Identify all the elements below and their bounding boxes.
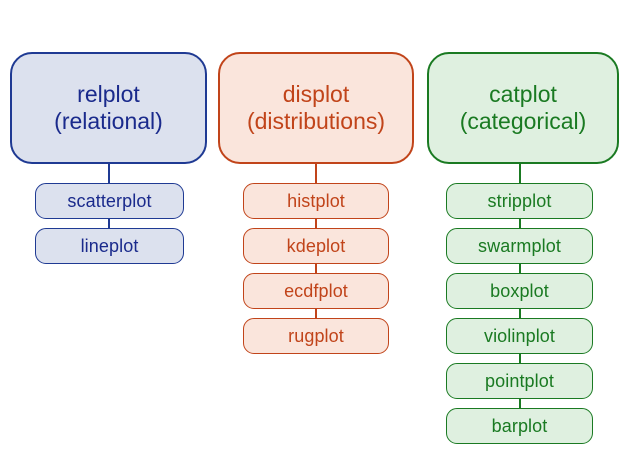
connector-displot-to-histplot [315, 164, 317, 184]
connector-catplot-to-stripplot [519, 164, 521, 184]
child-node-histplot-label: histplot [287, 190, 345, 211]
child-node-violinplot-label: violinplot [483, 325, 556, 346]
child-node-lineplot-label: lineplot [80, 235, 139, 256]
child-node-barplot[interactable]: barplot [446, 408, 593, 444]
child-node-kdeplot[interactable]: kdeplot [243, 228, 389, 264]
connector-swarmplot-to-boxplot [519, 264, 521, 273]
parent-node-catplot[interactable]: catplot (categorical) [427, 52, 619, 164]
child-node-pointplot-label: pointplot [485, 370, 554, 391]
connector-boxplot-to-violinplot [519, 309, 521, 318]
child-node-swarmplot[interactable]: swarmplot [446, 228, 593, 264]
connector-scatterplot-to-lineplot [108, 219, 110, 228]
connector-relplot-to-scatterplot [108, 164, 110, 184]
child-node-boxplot-label: boxplot [490, 280, 549, 301]
child-node-ecdfplot-label: ecdfplot [284, 280, 348, 301]
parent-node-relplot-subtitle: (relational) [54, 108, 163, 134]
child-node-stripplot-label: stripplot [487, 190, 552, 211]
parent-node-displot[interactable]: displot (distributions) [218, 52, 414, 164]
connector-stripplot-to-swarmplot [519, 219, 521, 228]
child-node-barplot-label: barplot [491, 415, 548, 436]
child-node-pointplot[interactable]: pointplot [446, 363, 593, 399]
parent-node-displot-title: displot [282, 80, 350, 107]
child-node-violinplot[interactable]: violinplot [446, 318, 593, 354]
child-node-boxplot[interactable]: boxplot [446, 273, 593, 309]
child-node-lineplot[interactable]: lineplot [35, 228, 184, 264]
connector-pointplot-to-barplot [519, 399, 521, 408]
child-node-histplot[interactable]: histplot [243, 183, 389, 219]
parent-node-catplot-subtitle: (categorical) [459, 108, 587, 134]
child-node-scatterplot-label: scatterplot [67, 190, 152, 211]
parent-node-relplot-title: relplot [77, 80, 140, 107]
child-node-ecdfplot[interactable]: ecdfplot [243, 273, 389, 309]
parent-node-catplot-title: catplot [489, 80, 557, 107]
child-node-kdeplot-label: kdeplot [286, 235, 346, 256]
connector-ecdfplot-to-rugplot [315, 309, 317, 318]
connector-histplot-to-kdeplot [315, 219, 317, 228]
connector-violinplot-to-pointplot [519, 354, 521, 363]
child-node-rugplot[interactable]: rugplot [243, 318, 389, 354]
connector-kdeplot-to-ecdfplot [315, 264, 317, 273]
child-node-swarmplot-label: swarmplot [478, 235, 561, 256]
child-node-stripplot[interactable]: stripplot [446, 183, 593, 219]
parent-node-displot-subtitle: (distributions) [246, 108, 386, 134]
child-node-scatterplot[interactable]: scatterplot [35, 183, 184, 219]
parent-node-relplot[interactable]: relplot (relational) [10, 52, 207, 164]
child-node-rugplot-label: rugplot [288, 325, 344, 346]
